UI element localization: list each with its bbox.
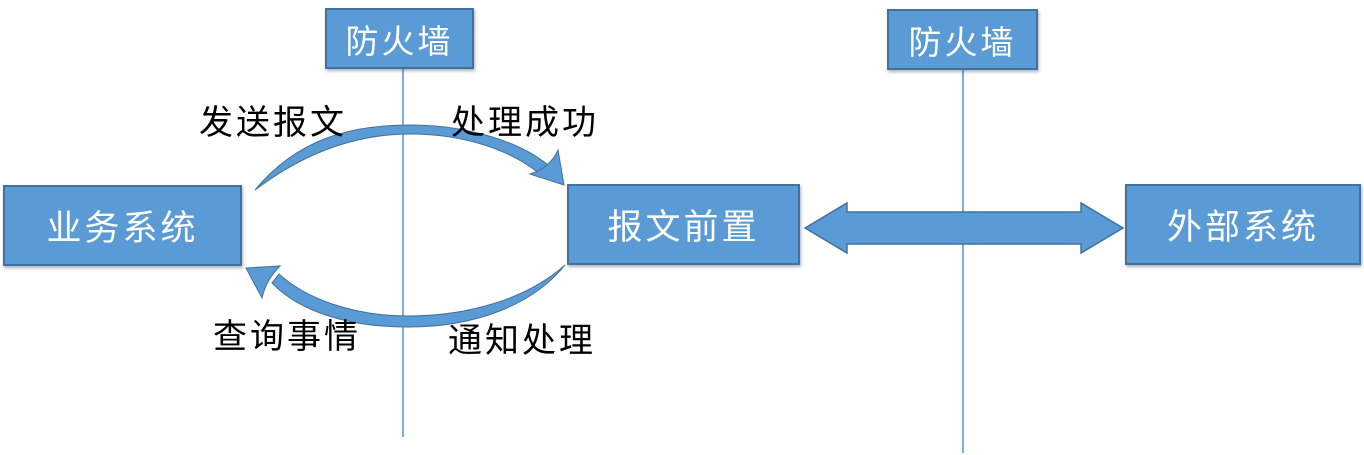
process-success-label: 处理成功 bbox=[451, 105, 599, 142]
return-response-arc bbox=[271, 264, 566, 328]
external-system-box-label: 外部系统 bbox=[1166, 208, 1319, 247]
business-system-box: 业务系统 bbox=[3, 185, 242, 266]
query-matters-label: 查询事情 bbox=[213, 319, 361, 356]
bidirectional-arrow bbox=[803, 201, 1125, 255]
business-system-box-label: 业务系统 bbox=[46, 209, 199, 248]
notify-process-label: 通知处理 bbox=[448, 323, 596, 360]
firewall-box-right-label: 防火墙 bbox=[908, 25, 1017, 62]
send-request-arc-arrowhead bbox=[528, 148, 565, 186]
message-front-box-label: 报文前置 bbox=[607, 208, 760, 247]
return-response-arc-arrowhead bbox=[245, 265, 282, 300]
firewall-box-left-label: 防火墙 bbox=[345, 24, 454, 61]
external-system-box: 外部系统 bbox=[1125, 184, 1361, 265]
message-front-box: 报文前置 bbox=[567, 184, 800, 265]
firewall-box-left: 防火墙 bbox=[325, 8, 474, 69]
firewall-box-right: 防火墙 bbox=[887, 9, 1038, 70]
send-message-label: 发送报文 bbox=[199, 105, 347, 142]
